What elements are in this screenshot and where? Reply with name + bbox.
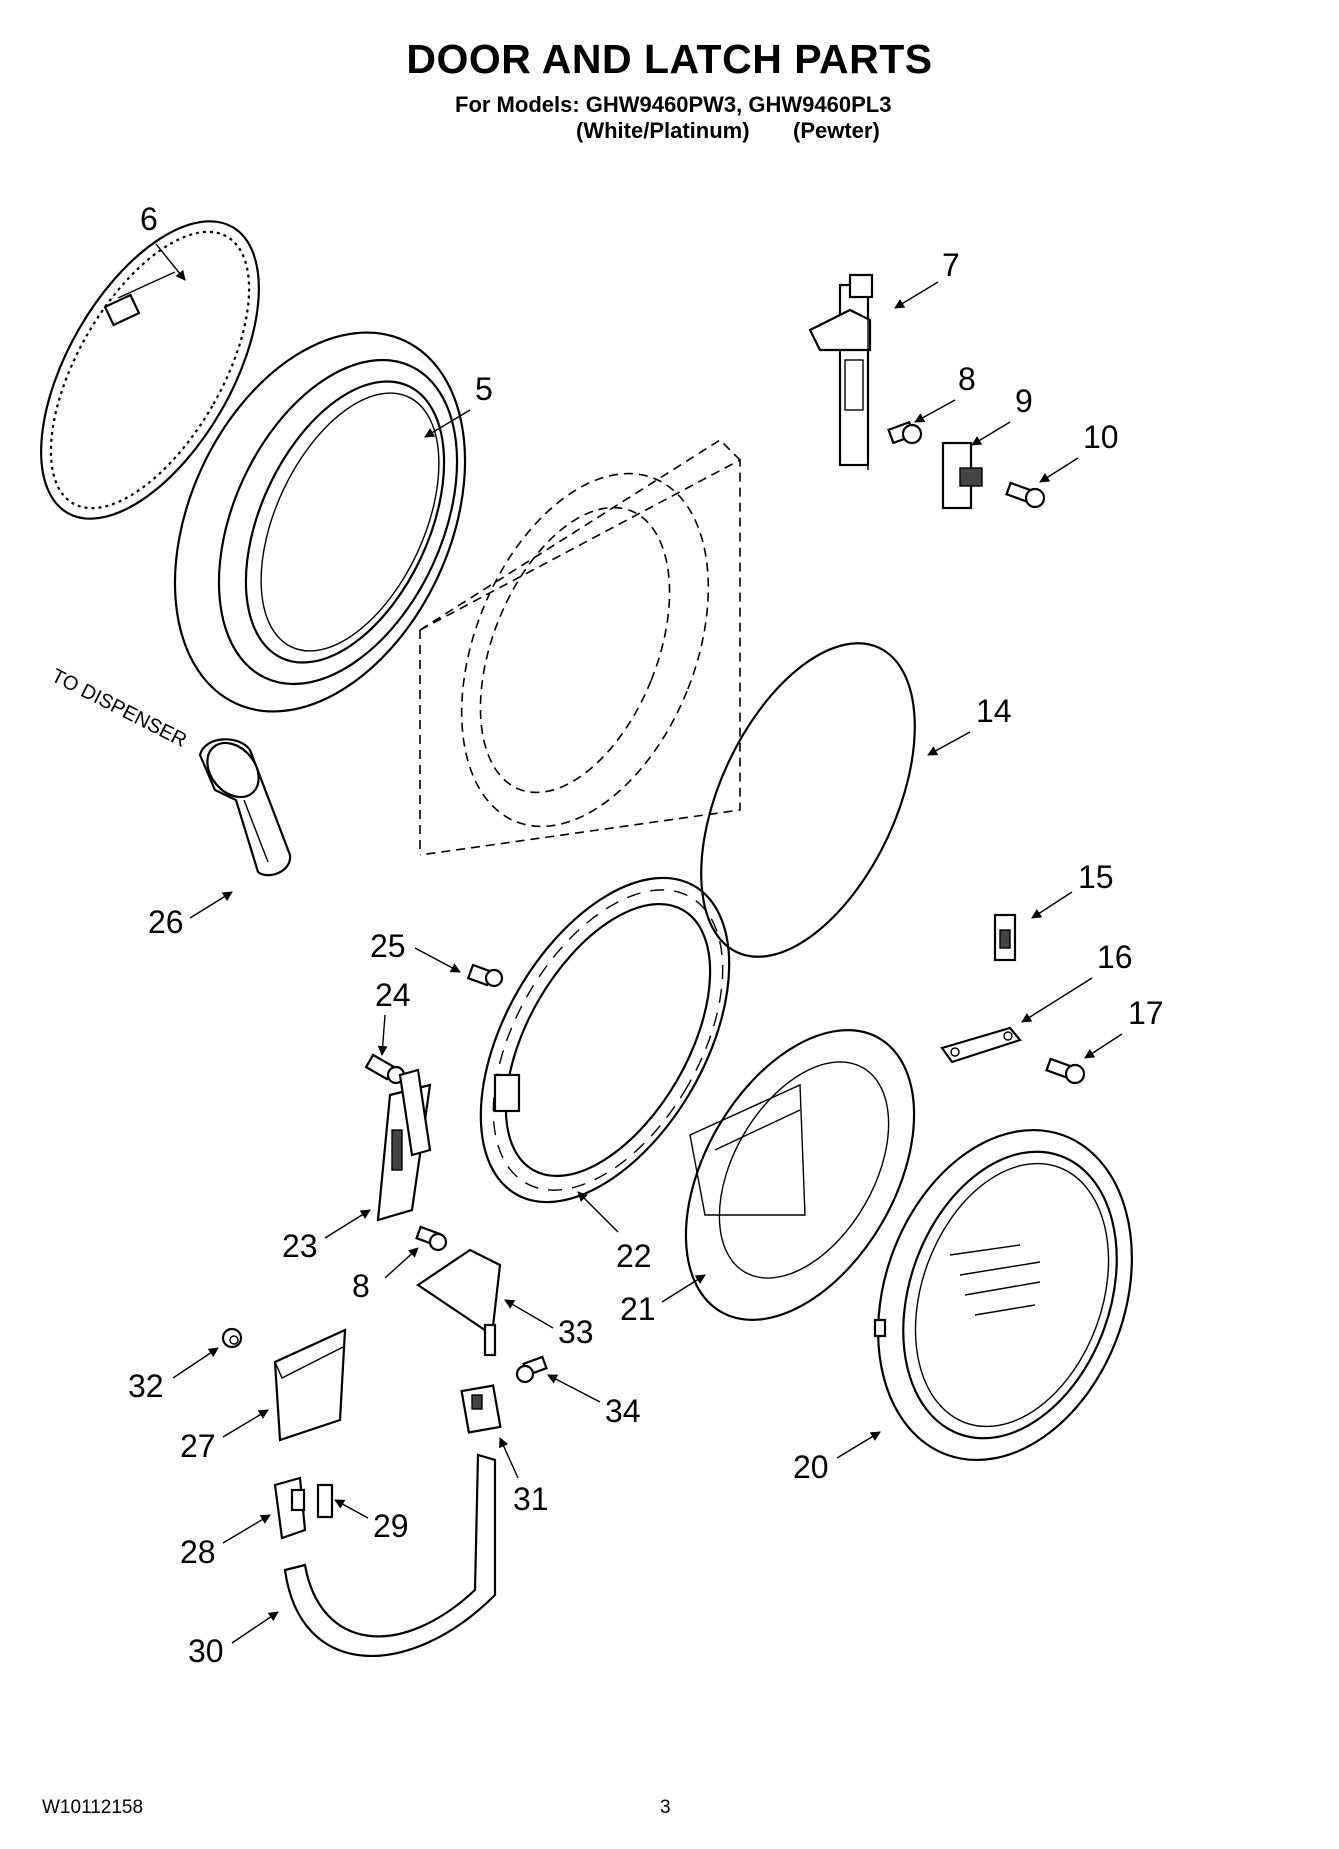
part-8-screw-lower xyxy=(415,1225,448,1252)
callout-29: 29 xyxy=(373,1508,409,1544)
part-28-bracket xyxy=(273,1476,307,1540)
callout-28: 28 xyxy=(180,1534,216,1570)
callout-24: 24 xyxy=(375,977,411,1013)
part-26-dispenser-hose xyxy=(198,738,292,877)
callout-10: 10 xyxy=(1083,419,1119,455)
callout-30: 30 xyxy=(188,1633,224,1669)
part-10-screw xyxy=(1005,481,1046,509)
callout-20: 20 xyxy=(793,1449,829,1485)
callout-34: 34 xyxy=(605,1393,641,1429)
callout-32: 32 xyxy=(128,1368,164,1404)
part-20-outer-door xyxy=(873,1128,1133,1462)
page-title: DOOR AND LATCH PARTS xyxy=(406,36,933,82)
callout-21: 21 xyxy=(620,1291,656,1327)
part-5-door-bellow xyxy=(173,331,467,713)
front-panel-reference xyxy=(419,438,741,856)
part-32-nut xyxy=(221,1327,243,1349)
part-30-lower-trim xyxy=(283,1453,497,1658)
part-8-screw-upper xyxy=(887,420,923,445)
callout-8-lower: 8 xyxy=(352,1268,370,1304)
callout-25: 25 xyxy=(370,928,406,964)
part-22-inner-door-frame xyxy=(479,876,731,1204)
part-9-strike-bracket xyxy=(941,441,983,510)
callout-7: 7 xyxy=(942,247,960,283)
callout-27: 27 xyxy=(180,1428,216,1464)
part-23-hinge xyxy=(376,1068,432,1222)
part-17-screw xyxy=(1045,1057,1086,1085)
part-33-latch-cover xyxy=(416,1248,502,1357)
callout-6: 6 xyxy=(140,201,158,237)
part-34-screw xyxy=(515,1355,548,1384)
part-29-clip xyxy=(316,1483,334,1519)
callout-26: 26 xyxy=(148,904,184,940)
callout-22: 22 xyxy=(616,1238,652,1274)
models-line: For Models: GHW9460PW3, GHW9460PL3 xyxy=(455,92,892,117)
part-24-screw xyxy=(364,1053,406,1085)
part-7-door-latch xyxy=(808,273,874,470)
part-6-clamp-ring xyxy=(40,220,260,520)
callout-31: 31 xyxy=(513,1481,549,1517)
variant-pewter: (Pewter) xyxy=(793,118,880,143)
callout-5: 5 xyxy=(475,371,493,407)
callout-33: 33 xyxy=(558,1314,594,1350)
callout-14: 14 xyxy=(976,693,1012,729)
callout-23: 23 xyxy=(282,1228,318,1264)
leader-arrows xyxy=(155,243,1123,1644)
callout-9: 9 xyxy=(1015,383,1033,419)
part-27-door-handle xyxy=(273,1328,347,1442)
page-number: 3 xyxy=(660,1797,671,1818)
part-15-clip xyxy=(993,913,1017,962)
part-14-gasket-ring xyxy=(700,642,916,958)
part-31-latch-block xyxy=(460,1384,502,1434)
part-16-hinge-plate xyxy=(940,1026,1022,1064)
callout-8-upper: 8 xyxy=(958,361,976,397)
callout-17: 17 xyxy=(1128,995,1164,1031)
document-code: W10112158 xyxy=(42,1797,144,1818)
part-21-door-glass xyxy=(684,1029,916,1321)
to-dispenser-label: TO DISPENSER xyxy=(48,665,190,752)
callout-16: 16 xyxy=(1097,939,1133,975)
part-25-screw xyxy=(466,963,504,988)
callout-15: 15 xyxy=(1078,859,1114,895)
variant-white-platinum: (White/Platinum) xyxy=(576,118,750,143)
